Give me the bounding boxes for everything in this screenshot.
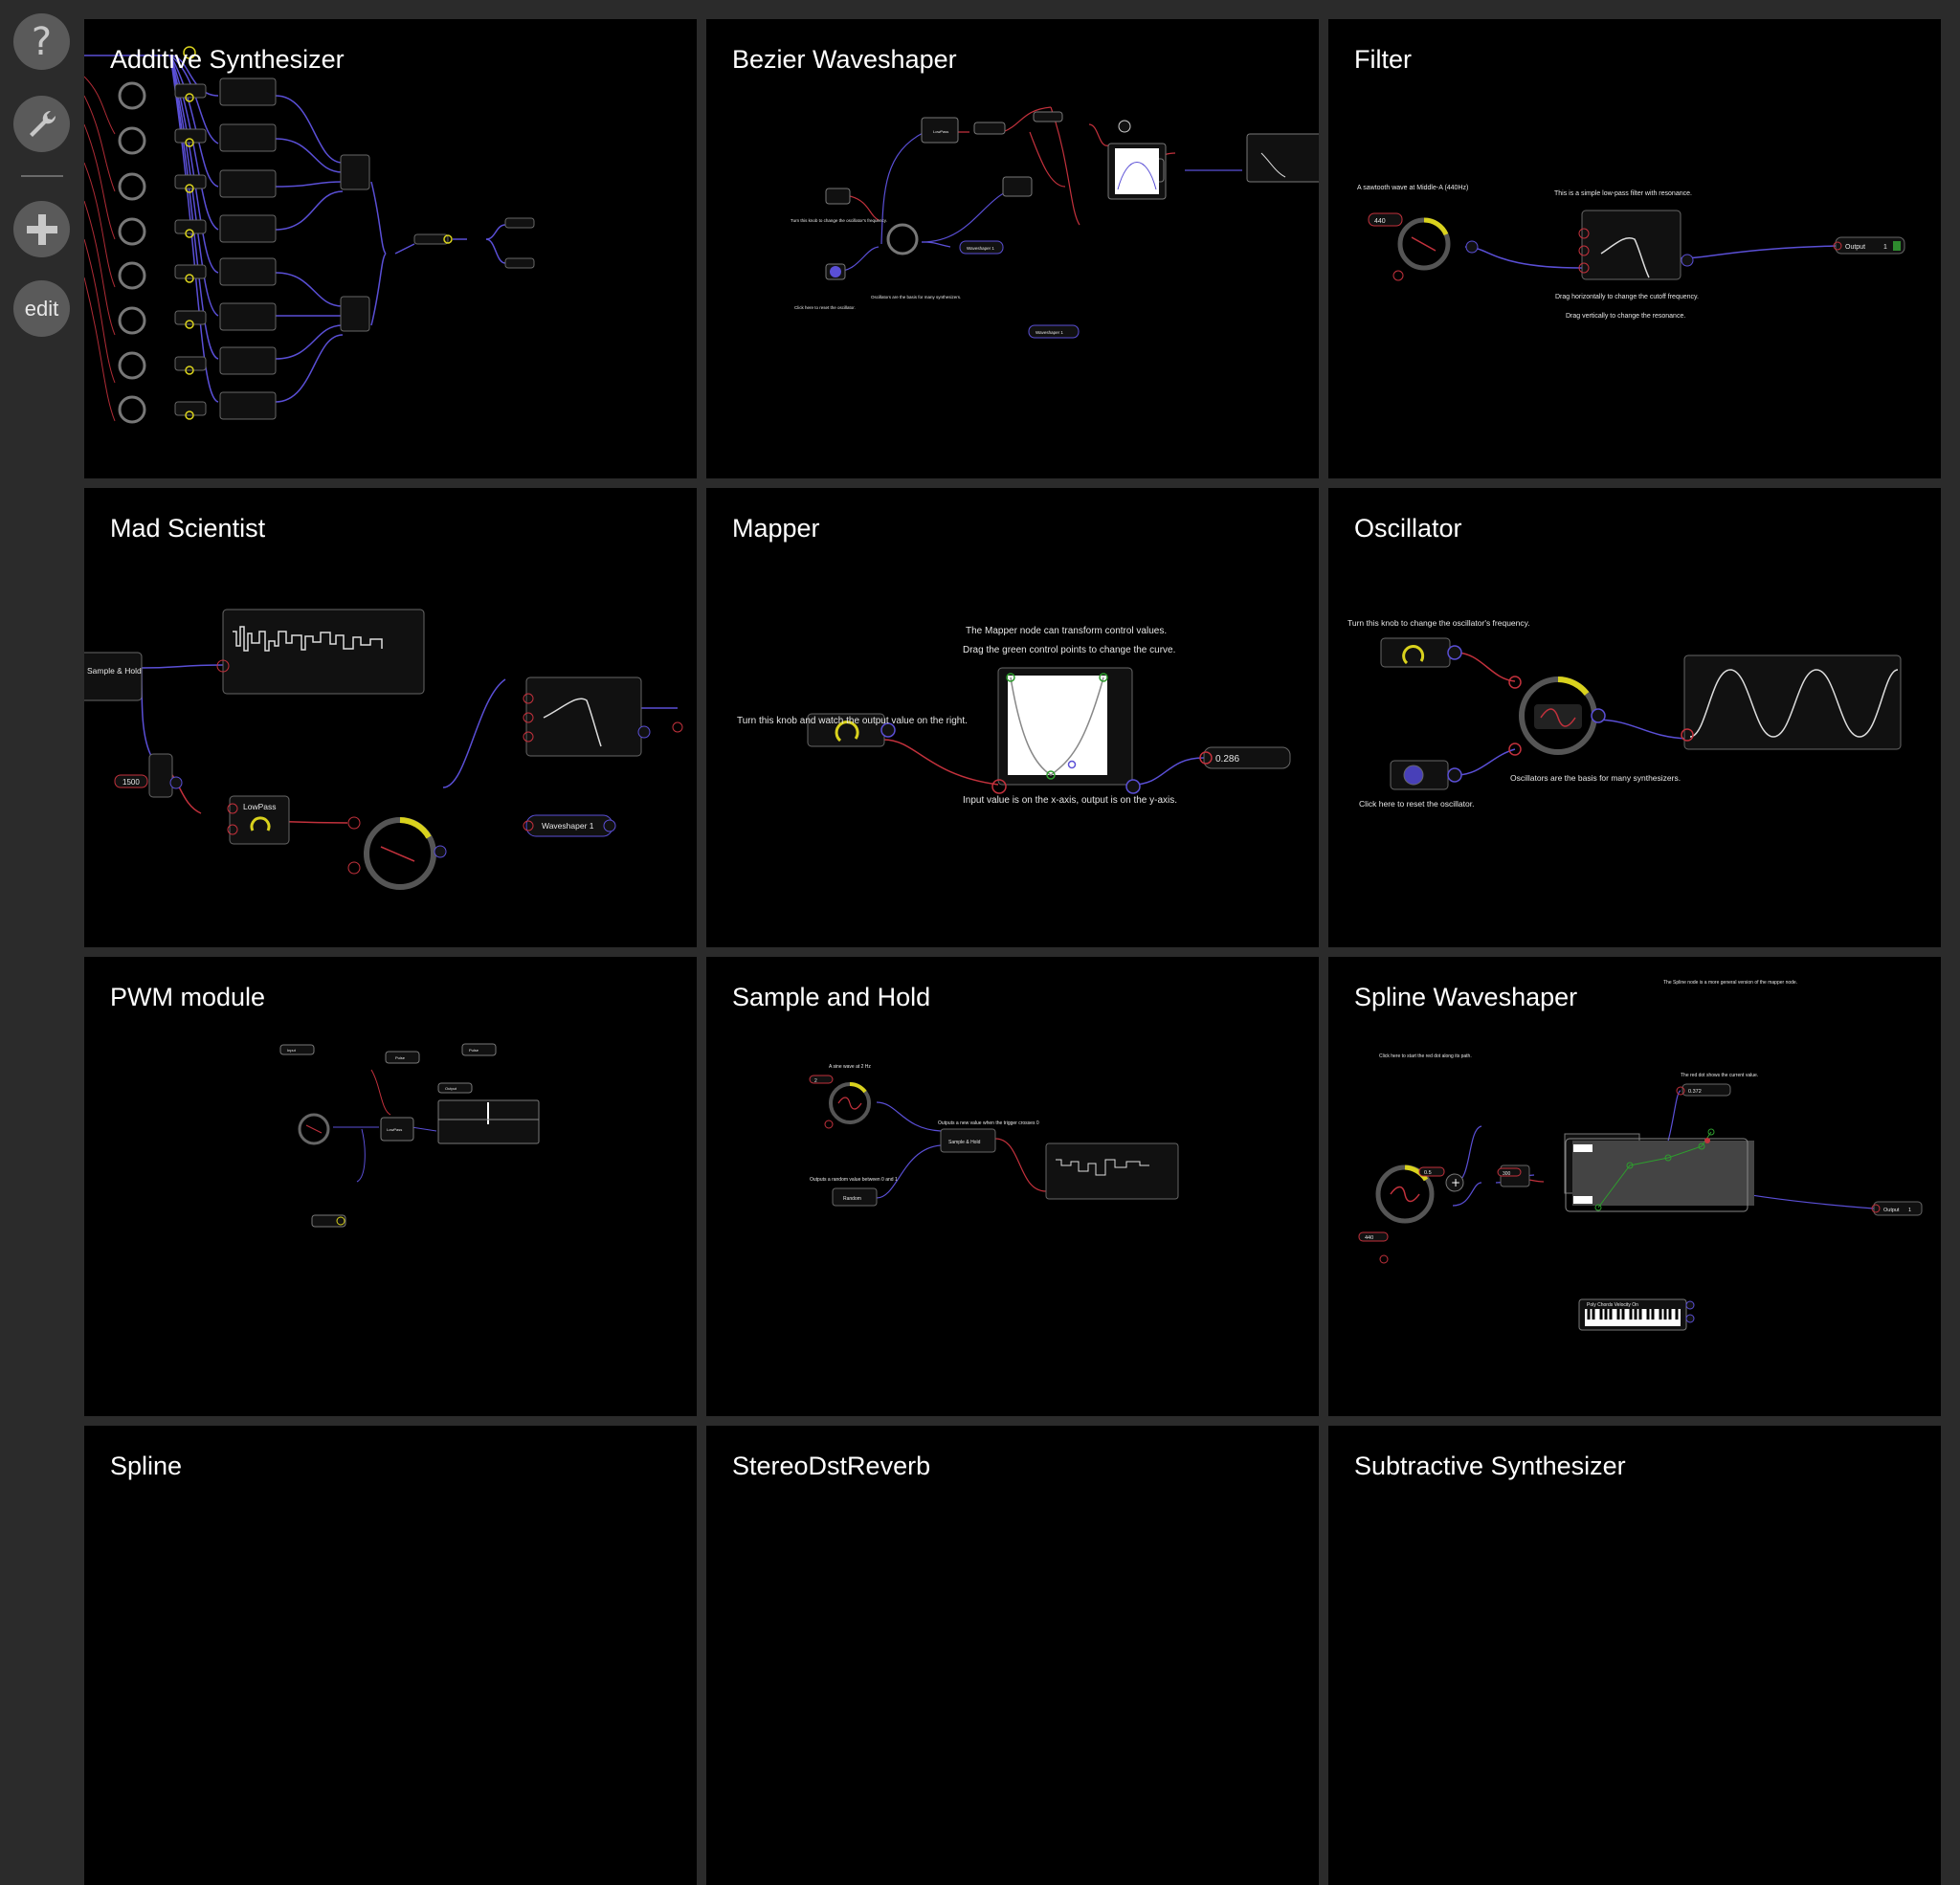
tile-filter[interactable]: 440 Output 1 A sawtooth wave at Middle-A… xyxy=(1328,19,1941,478)
svg-text:The Spline node is a more gene: The Spline node is a more general versio… xyxy=(1663,980,1797,986)
svg-text:Turn this knob and watch the o: Turn this knob and watch the output valu… xyxy=(737,716,968,726)
tile-bezier-waveshaper[interactable]: Turn this knob to change the oscillator'… xyxy=(706,19,1319,478)
svg-text:0.5: 0.5 xyxy=(1424,1170,1432,1176)
patch-grid: Additive Synthesizer xyxy=(82,17,1960,1885)
tile-oscillator[interactable]: Turn this knob to change the oscillator'… xyxy=(1328,488,1941,947)
tile-title: Sample and Hold xyxy=(732,983,931,1011)
svg-text:Click here to reset the oscill: Click here to reset the oscillator. xyxy=(794,305,856,310)
svg-text:Outputs a new value when the t: Outputs a new value when the trigger cro… xyxy=(938,1120,1039,1126)
svg-text:LowPass: LowPass xyxy=(387,1127,402,1132)
sidebar: ? edit xyxy=(0,0,82,1470)
svg-text:Click here to reset the oscill: Click here to reset the oscillator. xyxy=(1359,799,1474,809)
tile-spline-waveshaper[interactable]: 440 0.5 + 300 0.372 Output 1 xyxy=(1328,957,1941,1416)
svg-text:1: 1 xyxy=(1883,244,1887,251)
edit-label: edit xyxy=(24,296,59,321)
sidebar-divider xyxy=(21,175,63,177)
tile-title: Spline xyxy=(110,1452,183,1480)
svg-text:Sample & Hold: Sample & Hold xyxy=(948,1140,981,1145)
svg-text:0.372: 0.372 xyxy=(1688,1089,1702,1095)
svg-text:A sawtooth wave at Middle-A (4: A sawtooth wave at Middle-A (440Hz) xyxy=(1357,185,1468,191)
svg-text:Click here to start the red do: Click here to start the red dot along it… xyxy=(1379,1053,1472,1059)
svg-text:440: 440 xyxy=(1365,1235,1373,1241)
tile-mapper[interactable]: 0.286 The Mapper node can transform cont… xyxy=(706,488,1319,947)
svg-text:Output: Output xyxy=(1883,1208,1900,1213)
tile-spline[interactable]: Spline xyxy=(84,1426,697,1885)
plus-icon xyxy=(26,213,57,245)
svg-text:Poly Chords Velocity On: Poly Chords Velocity On xyxy=(1587,1302,1638,1308)
svg-text:Input value is on the x-axis,: Input value is on the x-axis, output is … xyxy=(963,795,1177,806)
wrench-icon xyxy=(29,110,56,137)
svg-text:Waveshaper 1: Waveshaper 1 xyxy=(967,246,994,251)
svg-text:This is a simple low-pass filt: This is a simple low-pass filter with re… xyxy=(1554,190,1692,197)
tile-sample-and-hold[interactable]: 2 Sample & Hold Random A sine wave at 2 … xyxy=(706,957,1319,1416)
svg-text:2: 2 xyxy=(814,1078,817,1084)
patch-preview xyxy=(84,46,535,424)
tile-title: Filter xyxy=(1354,45,1412,74)
tile-title: StereoDstReverb xyxy=(732,1452,931,1480)
patch-preview: Turn this knob to change the oscillator'… xyxy=(1348,618,1902,809)
svg-text:+: + xyxy=(1451,1176,1460,1189)
tile-stereodstreverb[interactable]: StereoDstReverb xyxy=(706,1426,1319,1885)
svg-text:Outputs a random value between: Outputs a random value between 0 and 1 xyxy=(810,1177,898,1183)
svg-text:Output: Output xyxy=(445,1086,457,1091)
tile-title: Bezier Waveshaper xyxy=(732,45,957,74)
svg-text:440: 440 xyxy=(1374,218,1386,225)
svg-text:Drag the green control points: Drag the green control points to change … xyxy=(963,645,1175,655)
settings-button[interactable] xyxy=(13,96,70,152)
add-button[interactable] xyxy=(13,201,70,257)
patch-preview: 2 Sample & Hold Random A sine wave at 2 … xyxy=(809,1064,1179,1207)
svg-text:A sine wave at 2 Hz: A sine wave at 2 Hz xyxy=(829,1064,871,1070)
tile-title: Subtractive Synthesizer xyxy=(1354,1452,1626,1480)
svg-text:LowPass: LowPass xyxy=(933,129,948,134)
svg-text:Drag horizontally to change th: Drag horizontally to change the cutoff f… xyxy=(1555,294,1699,300)
svg-text:Drag vertically to change the: Drag vertically to change the resonance. xyxy=(1566,313,1685,320)
svg-text:Output: Output xyxy=(1845,244,1865,251)
tile-title: Mad Scientist xyxy=(110,514,266,543)
patch-preview: 440 Output 1 A sawtooth wave at Middle-A… xyxy=(1357,185,1905,320)
tile-title: Additive Synthesizer xyxy=(110,45,345,74)
svg-text:Random: Random xyxy=(843,1196,861,1202)
patch-preview: Turn this knob to change the oscillator'… xyxy=(791,106,1319,339)
tile-subtractive-synthesizer[interactable]: Subtractive Synthesizer xyxy=(1328,1426,1941,1885)
patch-preview: 0.286 The Mapper node can transform cont… xyxy=(737,626,1291,806)
svg-text:0.286: 0.286 xyxy=(1215,754,1239,765)
help-button[interactable]: ? xyxy=(13,13,70,70)
svg-text:Input: Input xyxy=(287,1048,297,1053)
svg-text:Pulse: Pulse xyxy=(395,1055,406,1060)
tile-title: Oscillator xyxy=(1354,514,1462,543)
tile-additive-synthesizer[interactable]: Additive Synthesizer xyxy=(84,19,697,478)
svg-text:Oscillators are the basis for: Oscillators are the basis for many synth… xyxy=(1510,773,1681,783)
svg-text:Turn this knob to change the o: Turn this knob to change the oscillator'… xyxy=(1348,618,1530,628)
patch-preview: Sample & Hold 1500 LowPass Waveshaper 1 xyxy=(84,609,683,890)
tile-title: Spline Waveshaper xyxy=(1354,983,1578,1011)
svg-text:1500: 1500 xyxy=(122,778,140,787)
tile-pwm-module[interactable]: Input Pulse Pulse Output LowPass PWM mod… xyxy=(84,957,697,1416)
patch-preview: Input Pulse Pulse Output LowPass xyxy=(279,1043,540,1228)
svg-text:Oscillators are the basis for: Oscillators are the basis for many synth… xyxy=(871,295,961,299)
tile-mad-scientist[interactable]: Sample & Hold 1500 LowPass Waveshaper 1 xyxy=(84,488,697,947)
svg-text:Pulse: Pulse xyxy=(469,1048,479,1053)
svg-text:1: 1 xyxy=(1908,1208,1911,1213)
edit-button[interactable]: edit xyxy=(13,280,70,337)
svg-text:Waveshaper 1: Waveshaper 1 xyxy=(1036,330,1063,335)
svg-text:The red dot shows the current: The red dot shows the current value. xyxy=(1681,1073,1758,1078)
svg-text:LowPass: LowPass xyxy=(243,802,277,811)
svg-text:Waveshaper 1: Waveshaper 1 xyxy=(542,821,594,831)
svg-text:Turn this knob to change the o: Turn this knob to change the oscillator'… xyxy=(791,218,887,223)
svg-text:Sample & Hold: Sample & Hold xyxy=(87,666,142,676)
question-icon: ? xyxy=(31,19,53,64)
tile-title: Mapper xyxy=(732,514,820,543)
patch-preview: 440 0.5 + 300 0.372 Output 1 xyxy=(1358,980,1923,1331)
svg-text:The Mapper node can transform: The Mapper node can transform control va… xyxy=(966,626,1167,636)
tile-title: PWM module xyxy=(110,983,266,1011)
svg-text:300: 300 xyxy=(1503,1171,1511,1177)
